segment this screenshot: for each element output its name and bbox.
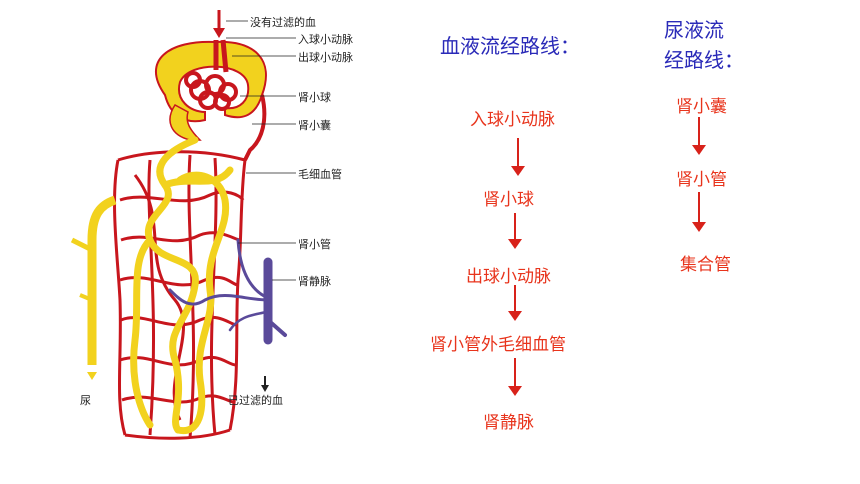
urine-step-capsule: 肾小囊 xyxy=(676,97,727,117)
urine-step-collecting-duct: 集合管 xyxy=(680,255,731,275)
down-arrow-icon xyxy=(692,117,706,157)
blood-step-glomerulus: 肾小球 xyxy=(483,190,534,210)
blood-step-renal-vein: 肾静脉 xyxy=(483,413,534,433)
urine-route-title-line2: 经路线： xyxy=(664,48,744,72)
label-urine: 尿 xyxy=(80,394,91,407)
down-arrow-icon xyxy=(508,285,522,323)
label-unfiltered-blood: 没有过滤的血 xyxy=(250,16,316,29)
down-arrow-icon xyxy=(692,192,706,234)
label-glomerulus: 肾小球 xyxy=(298,91,331,104)
label-efferent-arteriole: 出球小动脉 xyxy=(298,51,353,64)
renal-vein-shape xyxy=(168,238,287,345)
down-arrow-icon xyxy=(508,213,522,251)
down-arrow-icon xyxy=(511,138,525,178)
urine-step-tubule: 肾小管 xyxy=(676,170,727,190)
nephron-diagram xyxy=(70,10,296,440)
label-renal-tubule: 肾小管 xyxy=(298,238,331,251)
arteriole-shape xyxy=(213,39,229,73)
label-afferent-arteriole: 入球小动脉 xyxy=(298,33,353,46)
urine-route-title-line1: 尿液流 xyxy=(664,18,724,42)
blood-step-peritubular: 肾小管外毛细血管 xyxy=(430,335,566,355)
glomerulus-shape xyxy=(184,71,238,111)
label-capillaries: 毛细血管 xyxy=(298,168,342,181)
down-arrow-icon xyxy=(508,358,522,398)
blood-route-title: 血液流经路线： xyxy=(440,34,580,58)
blood-step-efferent: 出球小动脉 xyxy=(466,267,551,287)
blood-step-afferent: 入球小动脉 xyxy=(470,110,555,130)
label-bowmans-capsule: 肾小囊 xyxy=(298,119,331,132)
renal-tubule-shape xyxy=(130,136,234,435)
label-renal-vein: 肾静脉 xyxy=(298,275,331,288)
label-filtered-blood: 已过滤的血 xyxy=(228,394,283,407)
